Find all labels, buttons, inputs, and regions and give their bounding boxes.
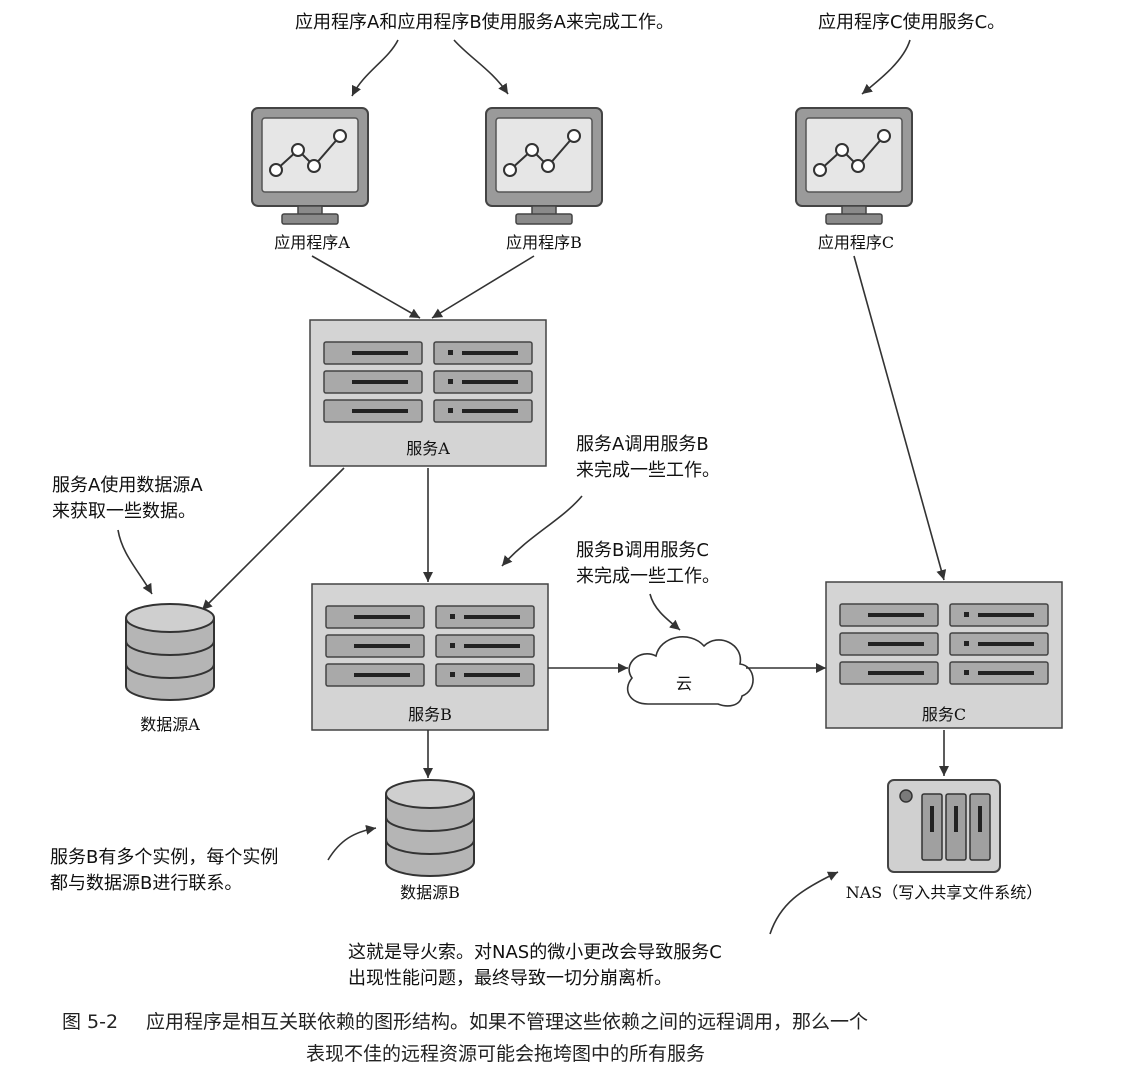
callout-nas-fuse-line2: 出现性能问题，最终导致一切分崩离析。 [348, 968, 672, 989]
callout-app-c: 应用程序C使用服务C。 [818, 12, 1005, 33]
app-a-monitor-icon [251, 107, 369, 225]
callout-svc-b-calls-c-line1: 服务B调用服务C [576, 540, 709, 561]
label-app-b: 应用程序B [506, 233, 582, 252]
callout-svc-b-calls-c-line2: 来完成一些工作。 [576, 566, 720, 587]
label-app-c: 应用程序C [818, 233, 894, 252]
app-c-monitor-icon [795, 107, 913, 225]
label-ds-b: 数据源B [400, 883, 460, 902]
nas-storage-icon [887, 779, 1001, 873]
caption-line2: 表现不佳的远程资源可能会拖垮图中的所有服务 [306, 1043, 705, 1065]
arrow-app-c-to-svc-c [853, 255, 947, 581]
callout-svc-a-calls-b-line1: 服务A调用服务B [576, 434, 709, 455]
caption-number: 图 5-2 [62, 1011, 118, 1033]
app-b-monitor-icon [485, 107, 603, 225]
arrow-callout-to-ds-a [117, 529, 153, 595]
arrow-callout-to-svc-b [501, 495, 583, 567]
datasource-a-database-icon [125, 603, 215, 701]
service-a-server-icon [309, 319, 547, 467]
arrow-callout-to-nas [769, 871, 839, 935]
arrow-callout-to-app-a [351, 39, 399, 97]
label-svc-a: 服务A [406, 439, 450, 458]
cloud-icon [626, 636, 754, 707]
arrow-callout-to-cloud [649, 593, 681, 631]
callout-svc-a-calls-b-line2: 来完成一些工作。 [576, 460, 720, 481]
label-svc-c: 服务C [922, 705, 966, 724]
label-nas: NAS（写入共享文件系统） [846, 883, 1043, 902]
callout-svc-b-instances-line2: 都与数据源B进行联系。 [50, 873, 242, 894]
arrow-callout-to-app-b [453, 39, 509, 95]
callout-nas-fuse-line1: 这就是导火索。对NAS的微小更改会导致服务C [348, 942, 722, 963]
arrow-svc-a-to-ds-a [201, 467, 345, 611]
arrow-app-b-to-svc-a [431, 255, 535, 319]
callout-svc-b-instances-line1: 服务B有多个实例，每个实例 [50, 847, 278, 868]
label-cloud: 云 [676, 674, 692, 693]
label-app-a: 应用程序A [274, 233, 350, 252]
service-c-server-icon [825, 581, 1063, 729]
label-ds-a: 数据源A [140, 715, 200, 734]
datasource-b-database-icon [385, 779, 475, 877]
arrow-app-a-to-svc-a [311, 255, 421, 319]
callout-svc-a-uses-ds-line1: 服务A使用数据源A [52, 475, 203, 496]
label-svc-b: 服务B [408, 705, 452, 724]
arrow-callout-to-ds-b [327, 824, 377, 861]
caption-line1: 应用程序是相互关联依赖的图形结构。如果不管理这些依赖之间的远程调用，那么一个 [146, 1011, 868, 1033]
callout-apps-ab: 应用程序A和应用程序B使用服务A来完成工作。 [295, 12, 674, 33]
service-b-server-icon [311, 583, 549, 731]
arrow-callout-to-app-c [861, 39, 911, 95]
callout-svc-a-uses-ds-line2: 来获取一些数据。 [52, 501, 196, 522]
